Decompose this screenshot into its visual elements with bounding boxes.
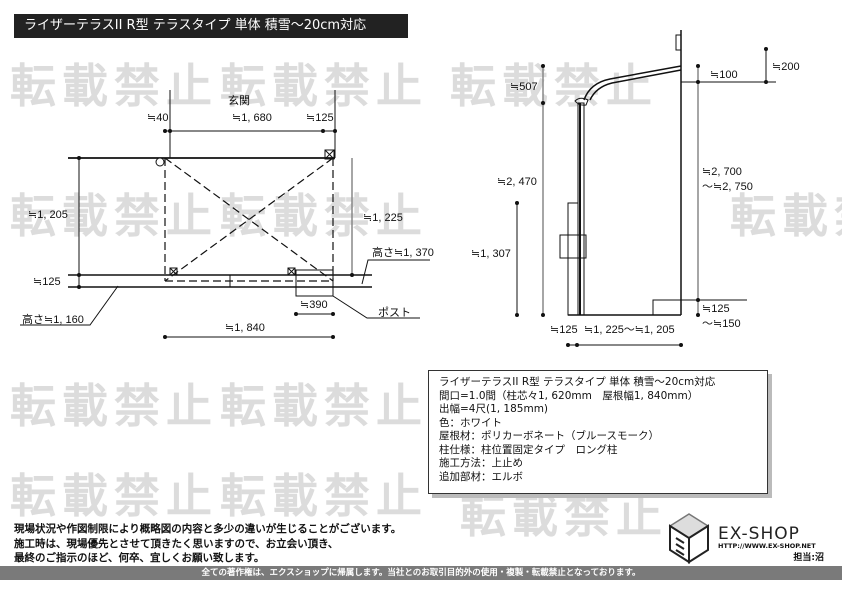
drawing-title: ライザーテラスII R型 テラスタイプ 単体 積雪～20cm対応 <box>14 14 408 38</box>
spec-line: 屋根材：ポリカーボネート（ブルースモーク） <box>439 430 659 442</box>
dim-1840: ≒1, 840 <box>225 322 265 334</box>
dim-100: ≒100 <box>710 69 738 81</box>
spec-line: 色：ホワイト <box>439 416 502 429</box>
dim-40: ≒40 <box>147 112 168 124</box>
dim-125-bottom: ≒125 <box>550 324 578 336</box>
watermark: 転載禁止 <box>10 379 218 433</box>
dim-125-left: ≒125 <box>33 276 61 288</box>
spec-line: 間口=1.0間（柱芯々1, 620mm 屋根幅1, 840mm） <box>439 389 699 402</box>
watermark: 転載禁止 <box>10 189 218 243</box>
note-line: 最終のご指示のほど、何卒、宜しくお願い致します。 <box>14 552 265 564</box>
watermark: 転載禁止 <box>220 59 428 113</box>
dim-1225: ≒1, 225 <box>363 212 403 224</box>
dim-150-step: ～≒150 <box>702 318 741 330</box>
spec-line: 出幅=4尺(1, 185mm) <box>439 403 549 415</box>
spec-line: 施工方法：上止め <box>439 457 523 469</box>
notes: 現場状況や作図制限により概略図の内容と多少の違いが生じることがございます。 施工… <box>14 522 401 566</box>
dim-2470: ≒2, 470 <box>497 176 537 188</box>
watermark: 転載禁止 <box>220 379 428 433</box>
post-label: ポスト <box>378 306 411 319</box>
height-1160: 高さ≒1, 160 <box>22 312 84 326</box>
spec-line: 追加部材：エルボ <box>439 470 523 483</box>
dim-125-top: ≒125 <box>306 112 334 124</box>
dim-2750: ～≒2, 750 <box>702 181 753 193</box>
note-line: 施工時は、現場優先とさせて頂きたく思いますので、お立会い頂き、 <box>14 537 339 550</box>
entrance-label: 玄関 <box>228 93 250 107</box>
dim-390: ≒390 <box>300 299 328 311</box>
staff-label: 担当:沼 <box>793 553 824 563</box>
ex-shop-logo: EX-SHOP HTTP://WWW.EX-SHOP.NET 担当:沼 <box>664 512 834 564</box>
logo-cube-icon <box>668 513 710 564</box>
logo-url: HTTP://WWW.EX-SHOP.NET <box>718 542 816 550</box>
logo-name: EX-SHOP <box>718 524 800 544</box>
dim-125-step: ≒125 <box>702 303 730 315</box>
watermark: 転載禁止 <box>220 469 428 523</box>
section-view <box>515 30 776 347</box>
note-line: 現場状況や作図制限により概略図の内容と多少の違いが生じることがございます。 <box>14 523 402 535</box>
dim-1205: ≒1, 205 <box>28 209 68 221</box>
spec-box: ライザーテラスII R型 テラスタイプ 単体 積雪～20cm対応 間口=1.0間… <box>428 370 768 494</box>
spec-line: ライザーテラスII R型 テラスタイプ 単体 積雪～20cm対応 <box>439 376 716 388</box>
watermark: 転載禁止 <box>10 59 218 113</box>
watermark: 転載禁止 <box>460 489 668 543</box>
dim-2700: ≒2, 700 <box>702 166 742 178</box>
copyright-footer: 全ての著作権は、エクスショップに帰属します。当社とのお取引目的外の使用・複製・転… <box>0 566 842 580</box>
dim-1307: ≒1, 307 <box>471 248 511 260</box>
dim-1680: ≒1, 680 <box>232 112 272 124</box>
dim-1225-1205: ≒1, 225～≒1, 205 <box>584 324 675 336</box>
spec-line: 柱仕様：柱位置固定タイプ ロング柱 <box>439 443 618 456</box>
plan-view <box>20 90 430 339</box>
watermark: 転載禁止 <box>730 189 842 243</box>
watermark: 転載禁止 <box>450 59 658 113</box>
dim-507: ≒507 <box>510 81 538 93</box>
height-1370: 高さ≒1, 370 <box>372 245 434 259</box>
watermark: 転載禁止 <box>10 469 218 523</box>
dim-200: ≒200 <box>772 61 800 73</box>
